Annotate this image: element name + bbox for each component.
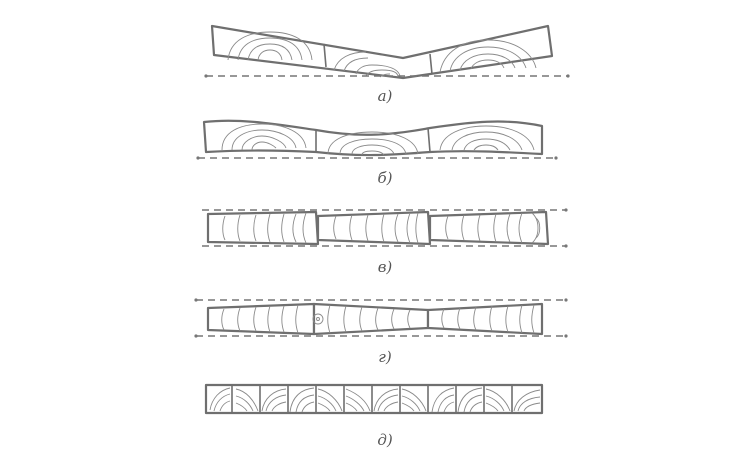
board-v2 — [316, 210, 432, 246]
board-v3 — [428, 210, 550, 246]
caption-d: д) — [377, 431, 393, 449]
panel-a-outline — [210, 24, 554, 80]
caption-b: б) — [377, 169, 392, 187]
figure-d-flat-panel: д) — [204, 383, 544, 449]
board-g3 — [426, 302, 544, 336]
figure-a-concave-panel: а) — [204, 24, 570, 105]
panel-d-outline — [204, 383, 544, 415]
board-g2 — [312, 302, 430, 336]
figure-g-alternating-boards: г) — [194, 298, 568, 366]
board-v1 — [206, 210, 320, 246]
figure-b-convex-panel: б) — [196, 119, 558, 187]
caption-g: г) — [378, 348, 392, 366]
figure-v-tapered-boards: в) — [202, 208, 568, 276]
caption-v: в) — [378, 258, 393, 276]
caption-a: а) — [378, 87, 393, 105]
